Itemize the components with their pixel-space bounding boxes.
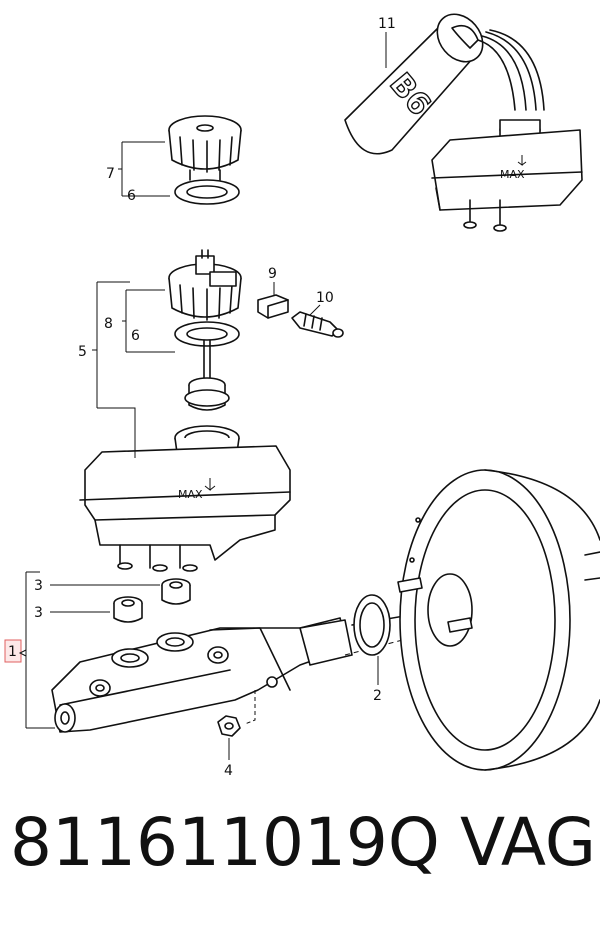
callout-3-upper: 3: [34, 578, 43, 594]
leader-10: [309, 304, 321, 316]
bracket-7: [118, 141, 170, 197]
callout-6-bottom: 6: [131, 328, 140, 344]
bracket-5: [92, 281, 136, 458]
callout-11: 11: [378, 16, 396, 32]
part-caption: 811611019Q VAG: [0, 810, 600, 920]
main-reservoir-5: MAX: [79, 425, 291, 572]
nut-dashed-leader: [244, 690, 256, 725]
exploded-parts-diagram: B6 11 MAX 7 6: [4, 13, 600, 779]
callout-4: 4: [224, 763, 233, 779]
callout-8: 8: [104, 316, 113, 332]
max-mark-small: MAX: [500, 168, 525, 181]
reservoir-float: [184, 377, 230, 411]
reservoir-cap-8: [168, 249, 242, 347]
callout-7: 7: [106, 166, 115, 182]
grommet-3-lower: [113, 596, 143, 623]
seal-ring-2: [353, 594, 391, 656]
bracket-8: [122, 289, 175, 353]
callout-3-lower: 3: [34, 605, 43, 621]
part-number: 811611019Q: [10, 804, 440, 881]
grommet-3-upper: [161, 578, 191, 605]
callout-1-highlight: [4, 639, 22, 663]
plug-10: [291, 311, 344, 338]
brake-booster: [397, 469, 600, 771]
max-mark-main: MAX: [178, 488, 203, 501]
nut-4: [217, 715, 241, 737]
master-cylinder-1: [51, 617, 353, 733]
callout-1-arrow: [18, 649, 27, 657]
small-reservoir: MAX: [431, 119, 583, 232]
callout-5: 5: [78, 344, 87, 360]
callout-1: 1: [8, 644, 17, 660]
reservoir-cap-7: [168, 115, 242, 205]
callout-6-top: 6: [127, 188, 136, 204]
brand-name: VAG: [460, 804, 597, 881]
callout-10: 10: [316, 290, 334, 306]
callout-9: 9: [268, 266, 277, 282]
callout-2: 2: [373, 688, 382, 704]
bracket-1: [25, 571, 55, 729]
connector-9: [257, 294, 289, 319]
